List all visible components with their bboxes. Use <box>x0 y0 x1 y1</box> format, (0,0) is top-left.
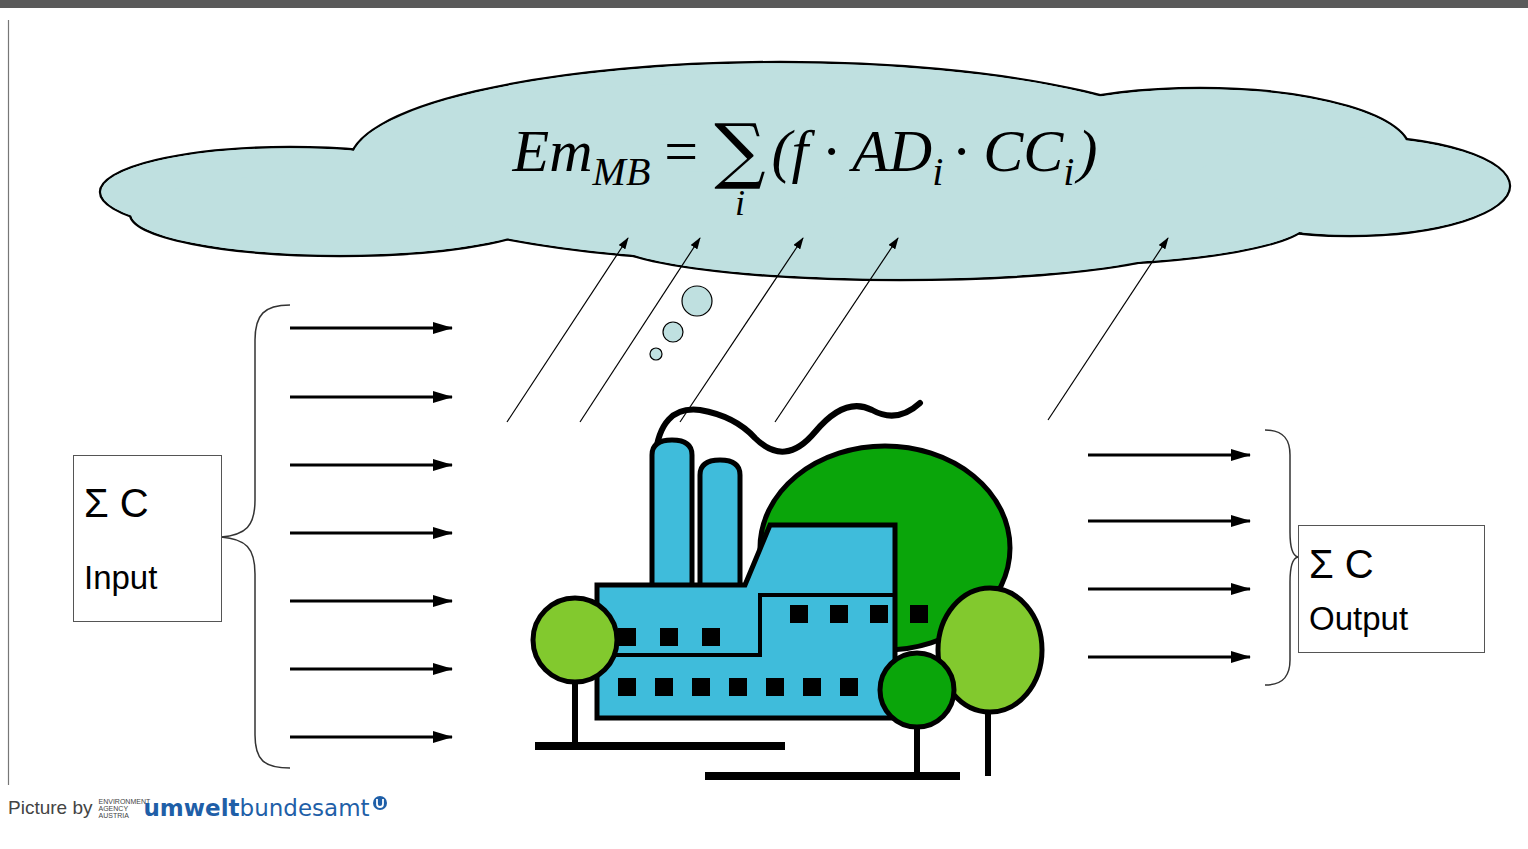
agency-tag: ENVIRONMENT AGENCY AUSTRIA <box>98 798 140 819</box>
leader-line <box>680 238 803 422</box>
smoke <box>655 403 920 458</box>
formula-term: (f · AD <box>772 121 933 181</box>
building-step <box>597 595 895 655</box>
windows <box>618 628 636 646</box>
thought-bubbles <box>682 286 712 316</box>
windows <box>660 628 678 646</box>
formula-subscript: i <box>1063 152 1074 192</box>
input-arrow <box>290 668 452 671</box>
formula-cloud: EmMB=∑i(f · ADi· CCi) <box>100 85 1510 285</box>
thought-bubbles <box>650 348 662 360</box>
windows <box>729 678 747 696</box>
logo-word: bundesamt <box>240 795 370 821</box>
windows <box>870 605 888 623</box>
formula-term: · CC <box>953 121 1063 181</box>
formula: EmMB=∑i(f · ADi· CCi) <box>100 110 1510 182</box>
input-arrow <box>290 736 452 739</box>
chimney <box>700 460 740 590</box>
carbon-box: Σ C Output <box>1298 525 1485 653</box>
windows <box>618 678 636 696</box>
logo-word: umwelt <box>143 795 239 821</box>
output-arrow <box>1088 454 1250 457</box>
tree-crown <box>880 653 954 727</box>
input-arrow <box>290 532 452 535</box>
box-label: Output <box>1309 600 1474 638</box>
thought-bubbles <box>663 322 683 342</box>
input-arrow <box>290 600 452 603</box>
formula-term: Em <box>513 121 593 181</box>
windows <box>840 678 858 696</box>
carbon-box: Σ C Input <box>73 455 222 622</box>
credit-line: Picture by ENVIRONMENT AGENCY AUSTRIAumwe… <box>8 795 388 821</box>
box-label: Input <box>84 559 211 597</box>
input-brace <box>221 305 290 768</box>
ground-line <box>705 772 960 780</box>
windows <box>830 605 848 623</box>
formula-subscript: i <box>735 185 745 221</box>
tree-trunk <box>572 680 578 746</box>
windows <box>692 678 710 696</box>
cloud-shape <box>100 85 1510 285</box>
output-arrow <box>1088 588 1250 591</box>
formula-subscript: i <box>932 152 943 192</box>
tree-trunk <box>914 722 920 776</box>
output-brace <box>1265 430 1298 685</box>
logo-letter <box>377 799 383 807</box>
cloud-fill <box>811 176 1309 264</box>
chimney <box>652 440 692 590</box>
formula-term: ∑ <box>714 114 765 186</box>
windows <box>702 628 720 646</box>
windows <box>766 678 784 696</box>
tree-crown <box>533 598 617 682</box>
sum-symbol: Σ C <box>84 480 211 526</box>
windows <box>803 678 821 696</box>
sum-symbol: Σ C <box>1309 541 1474 587</box>
input-arrow <box>290 327 452 330</box>
input-arrow <box>290 396 452 399</box>
leader-line <box>507 238 628 422</box>
formula-term: = <box>664 121 698 181</box>
leader-line <box>1048 238 1168 420</box>
output-arrow <box>1088 520 1250 523</box>
output-arrow <box>1088 656 1250 659</box>
formula-term: ) <box>1077 121 1097 181</box>
windows <box>655 678 673 696</box>
leader-line <box>775 238 898 422</box>
formula-subscript: MB <box>593 152 651 192</box>
output-arrows <box>1088 455 1250 657</box>
factory-illustration <box>533 403 1042 776</box>
windows <box>910 605 928 623</box>
logo-circle <box>373 796 387 810</box>
leader-line <box>580 238 700 422</box>
logo-mark <box>372 795 388 811</box>
top-bar <box>0 0 1528 8</box>
credit-text: Picture by <box>8 797 92 819</box>
windows <box>790 605 808 623</box>
thought-bubbles <box>650 286 712 360</box>
input-arrows <box>290 328 452 737</box>
frame-line <box>8 20 9 785</box>
factory-building <box>597 525 895 718</box>
input-arrow <box>290 464 452 467</box>
